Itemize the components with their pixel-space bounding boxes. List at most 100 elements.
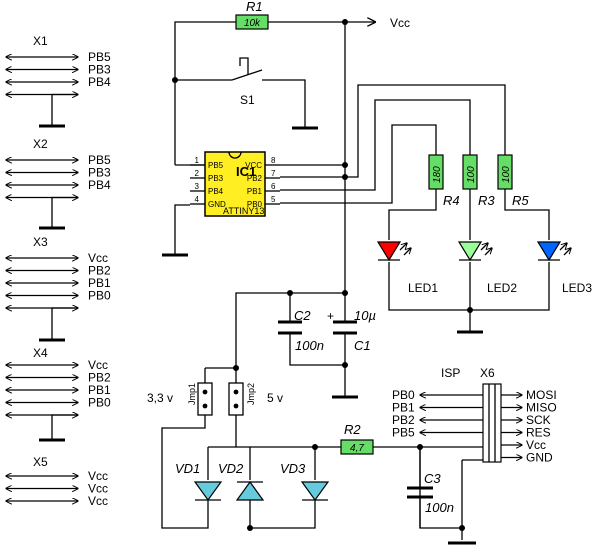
c3-section xyxy=(407,446,490,545)
resistor-leds-wiring xyxy=(388,189,550,334)
x2-pin-label: PB3 xyxy=(88,166,111,180)
s1-label: S1 xyxy=(240,93,255,107)
led1: LED1 xyxy=(376,241,438,295)
ic-pin-8-name: VCC xyxy=(245,161,262,170)
c3-name: C3 xyxy=(424,471,441,486)
ic-pin-3-name: PB4 xyxy=(208,187,224,196)
isp-right-label: GND xyxy=(526,451,553,465)
ic-pin-3-number: 3 xyxy=(195,182,200,191)
ic-pin-5-name: PB0 xyxy=(247,200,263,209)
isp-right-label: MISO xyxy=(526,401,557,415)
x3-pin-label: Vcc xyxy=(88,251,108,265)
c1-name: C1 xyxy=(354,338,371,353)
led2-label: LED2 xyxy=(487,281,517,295)
ic-pin-7-name: PB2 xyxy=(247,174,263,183)
resistor-r3: 100 R3 xyxy=(462,154,495,208)
r5-value: 100 xyxy=(501,166,512,183)
x4-name: X4 xyxy=(33,346,48,360)
c1-value: 10µ xyxy=(354,308,376,323)
x5-pin-label: Vcc xyxy=(88,494,108,508)
x2-name: X2 xyxy=(33,137,48,151)
ic-pin-1-number: 1 xyxy=(195,156,200,165)
isp-title: ISP xyxy=(441,366,460,380)
x3-pin-label: PB2 xyxy=(88,264,111,278)
ic-pin-8-number: 8 xyxy=(271,156,276,165)
isp-left-label: PB0 xyxy=(392,388,415,402)
x4-pin-label: PB0 xyxy=(88,396,111,410)
x3-name: X3 xyxy=(33,235,48,249)
r5-name: R5 xyxy=(512,193,529,208)
ic-pin-6-name: PB1 xyxy=(247,187,263,196)
x5-pin-label: Vcc xyxy=(88,482,108,496)
jumper-wiring xyxy=(161,367,421,529)
vd3-label: VD3 xyxy=(280,461,306,476)
x2-pin-label: PB4 xyxy=(88,178,111,192)
jmp1-name: Jmp1 xyxy=(187,383,197,405)
diode-vd3: VD3 xyxy=(280,461,330,502)
ic-pin-4-number: 4 xyxy=(195,195,200,204)
isp-left-label: PB1 xyxy=(392,401,415,415)
isp-right-label: MOSI xyxy=(526,388,557,402)
ic-part: ATTINY13 xyxy=(223,206,264,216)
jumper-jmp1: Jmp1 3,3 v xyxy=(147,382,213,416)
jumper-jmp2: Jmp2 5 v xyxy=(228,382,283,416)
x5-name: X5 xyxy=(33,455,48,469)
top-wiring xyxy=(174,22,375,285)
x1-pin-label: PB4 xyxy=(88,75,111,89)
isp-right-label: RES xyxy=(526,426,551,440)
x2-ground-wire xyxy=(51,196,78,228)
jmp1-label: 3,3 v xyxy=(147,391,173,405)
c2-name: C2 xyxy=(294,308,311,323)
x1-pin-label: PB5 xyxy=(88,50,111,64)
r3-value: 100 xyxy=(466,166,477,183)
led2: LED2 xyxy=(457,241,517,295)
vcc-label: Vcc xyxy=(390,16,410,30)
junction-dots xyxy=(172,19,473,531)
resistor-r1: 10k R1 xyxy=(235,0,269,30)
r2-name: R2 xyxy=(344,422,361,437)
x3-ground-wire xyxy=(51,307,78,340)
svg-text:+: + xyxy=(327,309,334,323)
r2-value: 4,7 xyxy=(350,443,364,454)
led3-label: LED3 xyxy=(562,281,592,295)
x1-name: X1 xyxy=(33,34,48,48)
led3: LED3 xyxy=(536,241,592,295)
jmp2-name: Jmp2 xyxy=(246,383,256,405)
isp-left-label: PB5 xyxy=(392,426,415,440)
x1-ground-wire xyxy=(51,93,78,126)
x2-pin-label: PB5 xyxy=(88,153,111,167)
ic-pin-4-name: GND xyxy=(208,200,226,209)
ic-pin-2-name: PB3 xyxy=(208,174,224,183)
cap-section: + xyxy=(235,285,358,399)
diode-vd1: VD1 xyxy=(175,461,223,502)
r1-value: 10k xyxy=(244,18,261,29)
diode-vd2: VD2 xyxy=(218,461,265,501)
x4-pin-label: Vcc xyxy=(88,358,108,372)
x4-pin-label: PB1 xyxy=(88,383,111,397)
ic-wiring xyxy=(162,84,506,257)
x4-pin-label: PB2 xyxy=(88,371,111,385)
x1-pin-label: PB3 xyxy=(88,63,111,77)
resistor-r2: 4,7 R2 xyxy=(340,422,374,455)
x3-pin-label: PB0 xyxy=(88,289,111,303)
r1-name: R1 xyxy=(246,0,263,14)
r4-name: R4 xyxy=(443,193,460,208)
ic-pin-6-number: 6 xyxy=(271,182,276,191)
x4-ground-wire xyxy=(51,414,78,440)
c3-value: 100n xyxy=(425,500,454,515)
isp-right-label: Vcc xyxy=(526,438,546,452)
resistor-r5: 100 R5 xyxy=(497,154,529,208)
isp-connector-name: X6 xyxy=(480,366,495,380)
r3-name: R3 xyxy=(478,193,495,208)
ic-name: IC1 xyxy=(236,164,256,179)
isp-right-label: SCK xyxy=(526,413,551,427)
r4-value: 180 xyxy=(432,166,443,183)
